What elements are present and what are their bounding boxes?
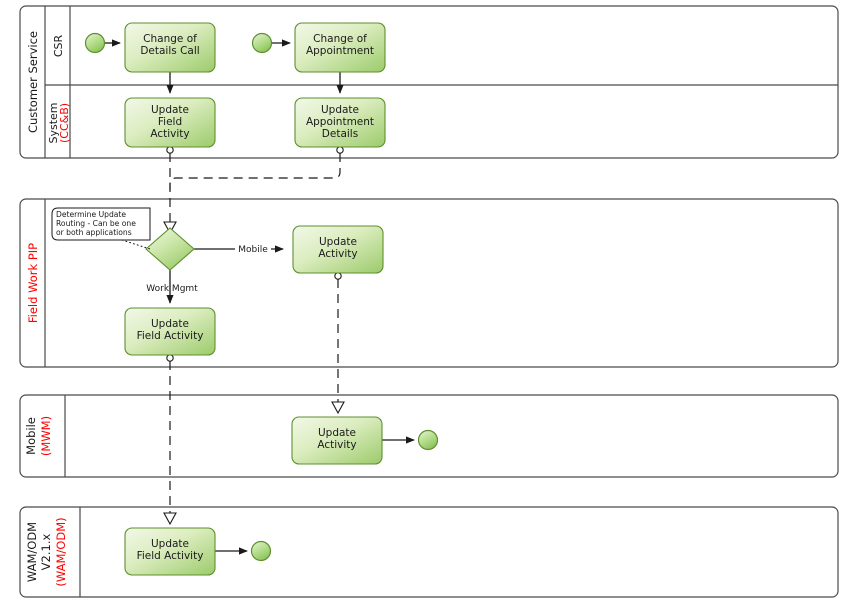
task-box [124, 307, 216, 356]
task-change-of-details-call[interactable]: Change of Details Call [124, 22, 216, 73]
pool-field-work-pip: Field Work PIP [19, 198, 839, 368]
pool-label-field-work-pip: Field Work PIP [26, 243, 40, 323]
task-label-line-2: Field [158, 116, 182, 128]
task-label-line-1: Update [151, 104, 189, 116]
task-label-line-3: Activity [150, 128, 189, 140]
pool-label-mobile: Mobile [24, 417, 38, 455]
start-event-icon [84, 32, 106, 54]
lane-system-ccb: System (CC&B) [47, 102, 71, 143]
determine-update-routing-gateway[interactable] [145, 227, 195, 271]
pool-label-wam-odm-line1: WAM/ODM [25, 522, 39, 582]
flow-label-mobile: Mobile [238, 245, 268, 255]
start-event-change-of-appointment[interactable] [251, 32, 273, 54]
messageflow-arrowhead-to-wam-update-field-activity [163, 512, 177, 526]
task-box [292, 225, 384, 274]
task-box [124, 527, 216, 576]
task-box [124, 22, 216, 73]
task-label-line-2: Field Activity [137, 550, 204, 562]
task-box [124, 97, 216, 148]
pool-wam-odm-outline [19, 506, 839, 598]
annotation-box [51, 207, 151, 241]
task-update-field-activity-pip[interactable]: Update Field Activity [124, 307, 216, 356]
lane-label-csr: CSR [52, 34, 65, 57]
pool-label-customer-service: Customer Service [26, 31, 40, 133]
task-box [294, 22, 386, 73]
message-source-marker-update-activity-pip [334, 272, 342, 280]
task-label-line-2: Field Activity [137, 330, 204, 342]
annotation-association-line [121, 239, 151, 250]
flow-label-work-mgmt: Work Mgmt [146, 284, 198, 294]
start-event-icon [251, 32, 273, 54]
message-source-marker-update-field-activity-ccb [166, 146, 174, 154]
task-box [291, 416, 383, 465]
task-box [294, 97, 386, 148]
annotation-line-2: Routing - Can be one [56, 219, 136, 228]
task-update-field-activity-ccb[interactable]: Update Field Activity [124, 97, 216, 148]
pool-field-work-pip-outline [19, 198, 839, 368]
task-label-line-3: Details [322, 128, 358, 140]
end-event-icon [417, 429, 439, 451]
task-label-line-1: Update [321, 104, 359, 116]
task-label-line-1: Update [151, 538, 189, 550]
pool-label-wam-odm-line2: V2.1.x [39, 534, 53, 571]
end-event-icon [250, 540, 272, 562]
determine-update-routing-note: Determine Update Routing - Can be one or… [51, 207, 151, 250]
task-label-line-1: Change of [143, 33, 197, 45]
task-label-line-2: Appointment [306, 116, 374, 128]
annotation-line-3: or both applications [56, 228, 132, 237]
task-label-line-2: Appointment [306, 45, 374, 57]
annotation-line-1: Determine Update [56, 210, 126, 219]
pool-customer-service: Customer Service CSR System (CC&B) [19, 5, 839, 159]
task-update-activity-pip[interactable]: Update Activity [292, 225, 384, 274]
messageflow-appointment-details-bus [169, 153, 341, 190]
task-label-line-1: Update [318, 427, 356, 439]
flow-label-mobile-backdrop [235, 243, 271, 255]
task-label-line-1: Update [151, 318, 189, 330]
gateway-diamond-shape [145, 227, 195, 271]
task-update-activity-mobile[interactable]: Update Activity [291, 416, 383, 465]
message-source-marker-update-appointment-details [336, 146, 344, 154]
message-source-marker-update-field-activity-pip [166, 354, 174, 362]
task-label-line-1: Update [319, 236, 357, 248]
messageflow-arrowhead-to-mobile-update-activity [331, 401, 345, 415]
pool-customer-service-outline [19, 5, 839, 159]
lane-csr: CSR [45, 6, 838, 158]
task-label-line-2: Activity [318, 248, 357, 260]
task-update-appointment-details[interactable]: Update Appointment Details [294, 97, 386, 148]
task-label-line-1: Change of [313, 33, 367, 45]
pool-label-mobile-system-name: (MWM) [39, 416, 53, 456]
task-label-line-2: Details Call [140, 45, 199, 57]
flow-labels: Mobile Work Mgmt [146, 243, 271, 294]
task-change-of-appointment[interactable]: Change of Appointment [294, 22, 386, 73]
lane-label-system-system-name: (CC&B) [58, 103, 71, 143]
task-label-line-2: Activity [317, 439, 356, 451]
lane-label-system: System [47, 102, 60, 143]
end-event-wam-update-field-activity[interactable] [250, 540, 272, 562]
task-update-field-activity-wam[interactable]: Update Field Activity [124, 527, 216, 576]
end-event-mobile-update-activity[interactable] [417, 429, 439, 451]
pool-label-wam-odm-system-name: (WAM/ODM) [54, 517, 68, 586]
start-event-change-of-details[interactable] [84, 32, 106, 54]
pool-wam-odm: WAM/ODM V2.1.x (WAM/ODM) [19, 506, 839, 598]
